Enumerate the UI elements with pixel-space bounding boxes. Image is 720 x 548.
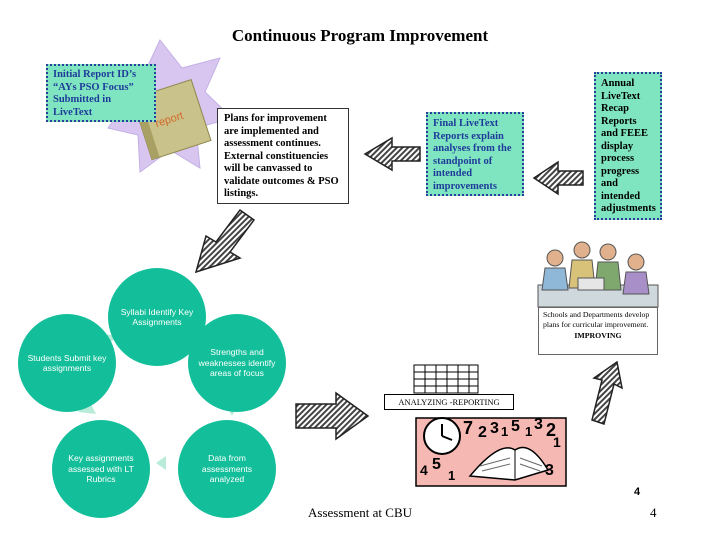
clip-number: 1 (448, 468, 456, 483)
clip-number: 3 (490, 420, 499, 437)
arrow-right (295, 391, 370, 441)
cycle-strengths-text: Strengths and weaknesses identify areas … (198, 347, 276, 379)
people-meeting-icon (537, 241, 659, 308)
arrow-down-left (194, 208, 256, 274)
cycle-students-text: Students Submit key assignments (27, 352, 107, 374)
clip-number: 5 (432, 456, 441, 473)
plans-text: Plans for improvement are implemented an… (224, 113, 339, 199)
cycle-arrow-3 (156, 456, 166, 470)
improving-label: IMPROVING (574, 331, 622, 341)
cycle-students: Students Submit key assignments (18, 314, 116, 412)
clip-number: 7 (463, 418, 474, 438)
annual-recap-box: Annual LiveText Recap Reports and FEEE d… (594, 72, 662, 220)
cycle-key-assignments-text: Key assignments assessed with LT Rubrics (68, 453, 134, 485)
initial-report-box: Initial Report ID’s “AYs PSO Focus” Subm… (46, 64, 156, 122)
arrow-up-right (591, 360, 624, 425)
spreadsheet-icon (413, 364, 479, 394)
final-livetext-text: Final LiveText Reports explain analyses … (433, 118, 512, 192)
cycle-data-text: Data from assessments analyzed (201, 453, 253, 485)
clip-number: 5 (511, 418, 520, 435)
page-title: Continuous Program Improvement (231, 26, 489, 45)
initial-report-text: Initial Report ID’s “AYs PSO Focus” Subm… (53, 69, 137, 118)
clock-book-icon (415, 417, 567, 487)
cycle-strengths: Strengths and weaknesses identify areas … (188, 314, 286, 412)
plans-box: Plans for improvement are implemented an… (217, 108, 349, 204)
clip-number: 3 (545, 462, 554, 479)
cycle-data: Data from assessments analyzed (178, 420, 276, 518)
clip-number: 1 (501, 424, 509, 439)
analyzing-label-text: ANALYZING -REPORTING (398, 397, 500, 407)
arrow-left-2 (532, 160, 584, 196)
clip-number: 3 (534, 416, 543, 433)
page-number-bold: 4 (634, 486, 641, 498)
cycle-key-assignments: Key assignments assessed with LT Rubrics (52, 420, 150, 518)
clip-number: 2 (546, 420, 557, 440)
improving-box: Schools and Departments develop plans fo… (538, 307, 658, 355)
clip-number: 4 (420, 462, 428, 478)
improving-text: Schools and Departments develop plans fo… (543, 310, 650, 329)
analyzing-label: ANALYZING -REPORTING (384, 394, 514, 410)
cycle-syllabi-text: Syllabi Identify Key Assignments (120, 306, 194, 328)
page-number: 4 (650, 505, 657, 520)
clip-number: 1 (525, 424, 533, 439)
arrow-left-1 (363, 136, 421, 172)
clip-number: 2 (478, 424, 487, 441)
annual-recap-text: Annual LiveText Recap Reports and FEEE d… (601, 78, 656, 214)
clip-number: 1 (553, 434, 561, 450)
footer-text: Assessment at CBU (308, 505, 412, 520)
final-livetext-box: Final LiveText Reports explain analyses … (426, 112, 524, 196)
